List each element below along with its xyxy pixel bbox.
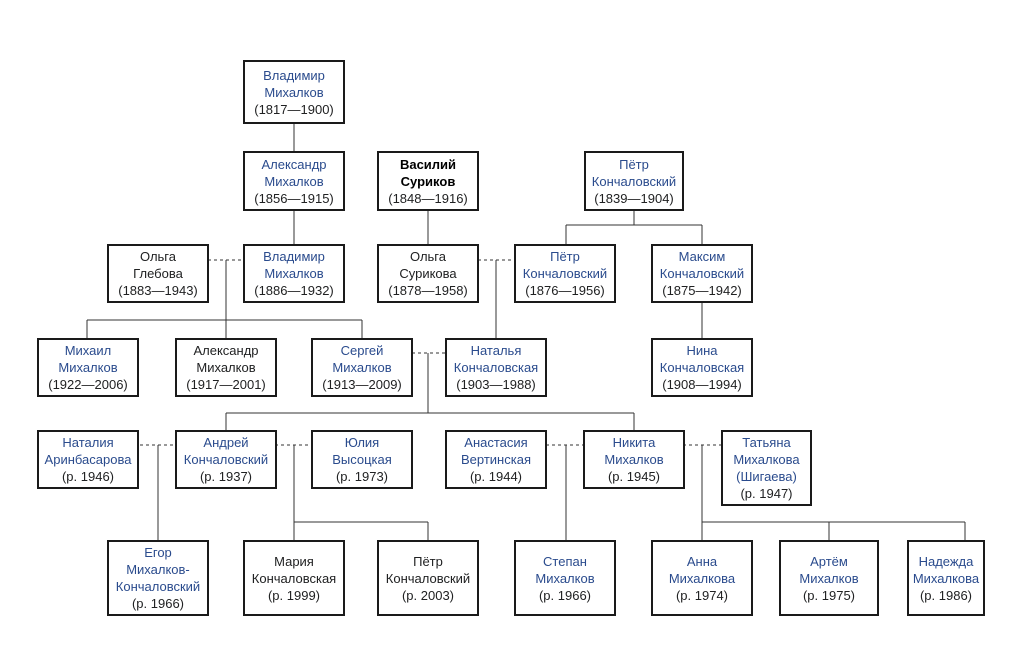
person-years: (р. 1966) xyxy=(131,596,185,611)
person-years: (р. 1944) xyxy=(469,469,523,484)
person-years: (р. 1966) xyxy=(538,587,592,603)
person-years: (1839—1904) xyxy=(594,190,674,206)
person-years: (р. 2003) xyxy=(401,587,455,603)
person-years: (1903—1988) xyxy=(456,377,536,392)
person-years: (1817—1900) xyxy=(254,101,334,117)
person-years: (р. 1945) xyxy=(607,469,661,484)
person-years: (р. 1974) xyxy=(675,587,729,603)
person-years: (р. 1946) xyxy=(61,469,115,484)
person-years: (р. 1999) xyxy=(267,587,321,603)
person-years: (1875—1942) xyxy=(662,283,742,298)
person-years: (1876—1956) xyxy=(525,283,605,298)
person-years: (р. 1937) xyxy=(199,469,253,484)
person-years: (1917—2001) xyxy=(186,377,266,392)
person-years: (1883—1943) xyxy=(118,283,198,298)
person-years: (р. 1986) xyxy=(919,587,973,603)
person-years: (1878—1958) xyxy=(388,283,468,298)
person-years: (1848—1916) xyxy=(388,190,468,206)
person-years: (1922—2006) xyxy=(48,377,128,392)
person-years: (р. 1975) xyxy=(802,587,856,603)
person-years: (1913—2009) xyxy=(322,377,402,392)
person-years: (1856—1915) xyxy=(254,190,334,206)
person-years: (р. 1973) xyxy=(335,469,389,484)
person-years: (р. 1947) xyxy=(740,486,793,501)
person-years: (1886—1932) xyxy=(254,283,334,298)
person-years: (1908—1994) xyxy=(662,377,742,392)
